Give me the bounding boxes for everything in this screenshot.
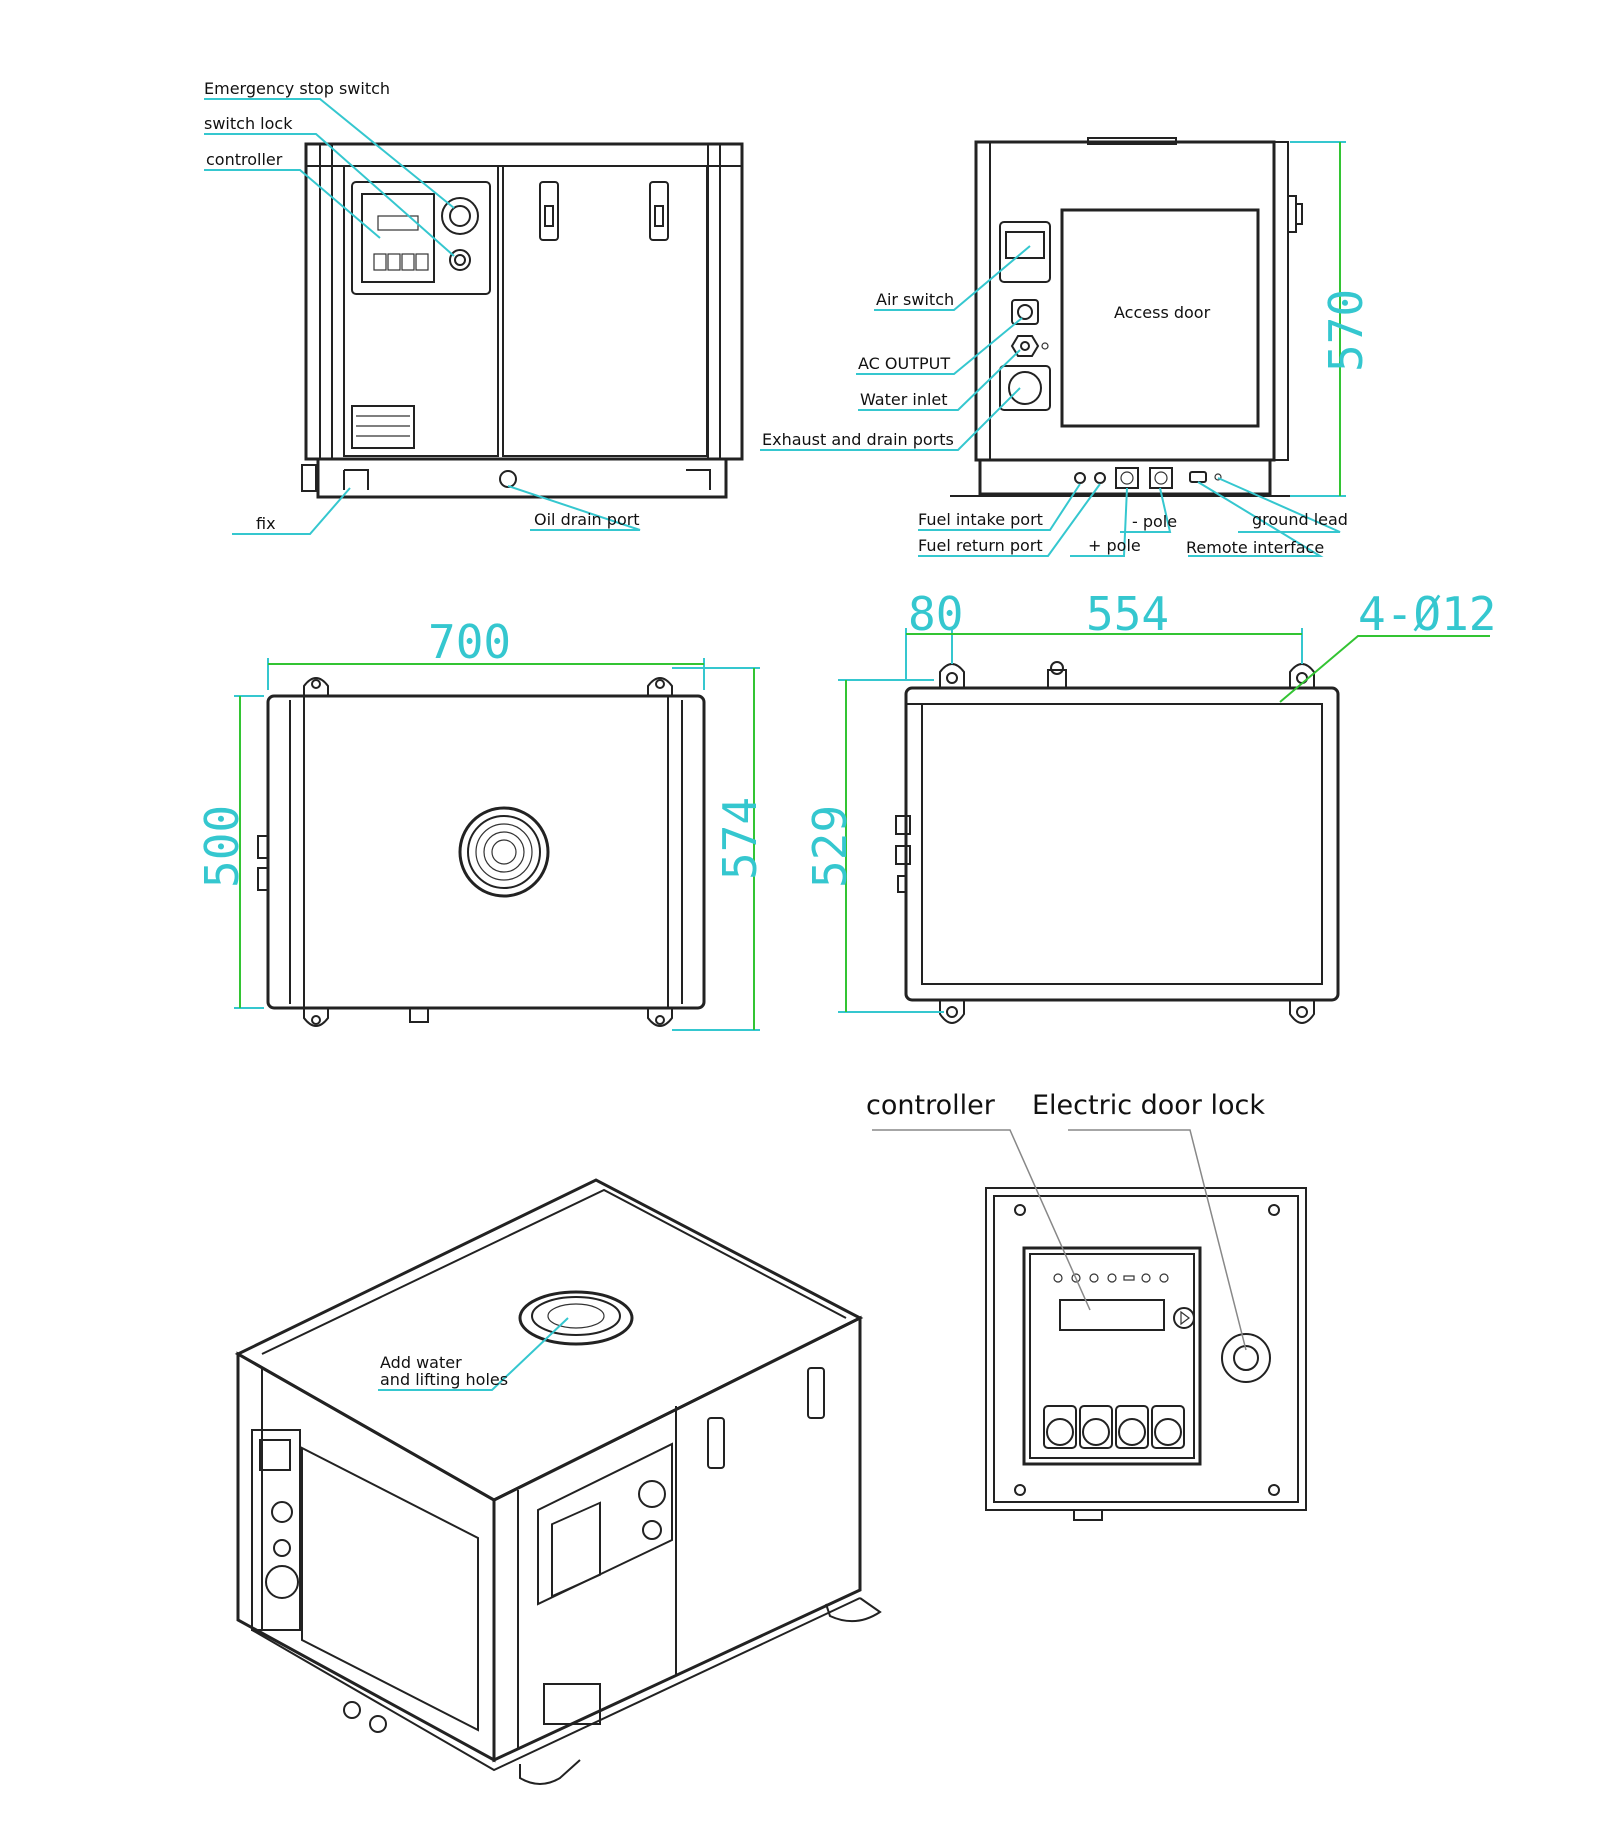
- oil-drain-label: Oil drain port: [534, 510, 640, 529]
- side-view: [950, 137, 1303, 497]
- fuel-return-label: Fuel return port: [918, 536, 1043, 555]
- ac-output-label: AC OUTPUT: [858, 354, 950, 373]
- top-view: [257, 677, 706, 1027]
- dim-holes: 4-Ø12: [1358, 587, 1496, 641]
- dimension-570: [1290, 141, 1346, 497]
- dimension-700: [267, 658, 705, 690]
- emergency-stop-label: Emergency stop switch: [204, 79, 390, 98]
- front-view: [301, 142, 744, 499]
- side-view-leaders: [760, 245, 1341, 557]
- ground-lead-label: ground lead: [1252, 510, 1348, 529]
- front-view-leaders: [204, 98, 641, 535]
- panel-detail-leaders: [872, 1129, 1247, 1351]
- remote-interface-label: Remote interface: [1186, 538, 1324, 557]
- dim-700: 700: [428, 615, 511, 669]
- dimension-80-554: [905, 628, 1303, 680]
- dim-574: 574: [713, 797, 767, 880]
- dimension-500: [234, 695, 264, 1009]
- switch-lock-label: switch lock: [204, 114, 293, 133]
- dim-570: 570: [1319, 289, 1373, 372]
- dimension-574: [672, 667, 760, 1031]
- dim-80: 80: [908, 587, 963, 641]
- front-controller-label: controller: [206, 150, 283, 169]
- water-inlet-label: Water inlet: [860, 390, 948, 409]
- door-lock-label: Electric door lock: [1032, 1090, 1265, 1121]
- panel-detail: [985, 1187, 1307, 1521]
- neg-pole-label: - pole: [1132, 512, 1177, 531]
- dimension-529: [838, 679, 944, 1013]
- mount-view: [895, 661, 1340, 1024]
- exhaust-label: Exhaust and drain ports: [762, 430, 954, 449]
- fuel-intake-label: Fuel intake port: [918, 510, 1043, 529]
- dim-554: 554: [1086, 587, 1169, 641]
- iso-view: [234, 1178, 882, 1785]
- panel-controller-label: controller: [866, 1090, 996, 1121]
- dim-500: 500: [195, 805, 249, 888]
- dim-529: 529: [803, 805, 857, 888]
- access-door-label: Access door: [1114, 303, 1211, 322]
- pos-pole-label: + pole: [1088, 536, 1141, 555]
- fix-label: fix: [256, 514, 276, 533]
- air-switch-label: Air switch: [876, 290, 954, 309]
